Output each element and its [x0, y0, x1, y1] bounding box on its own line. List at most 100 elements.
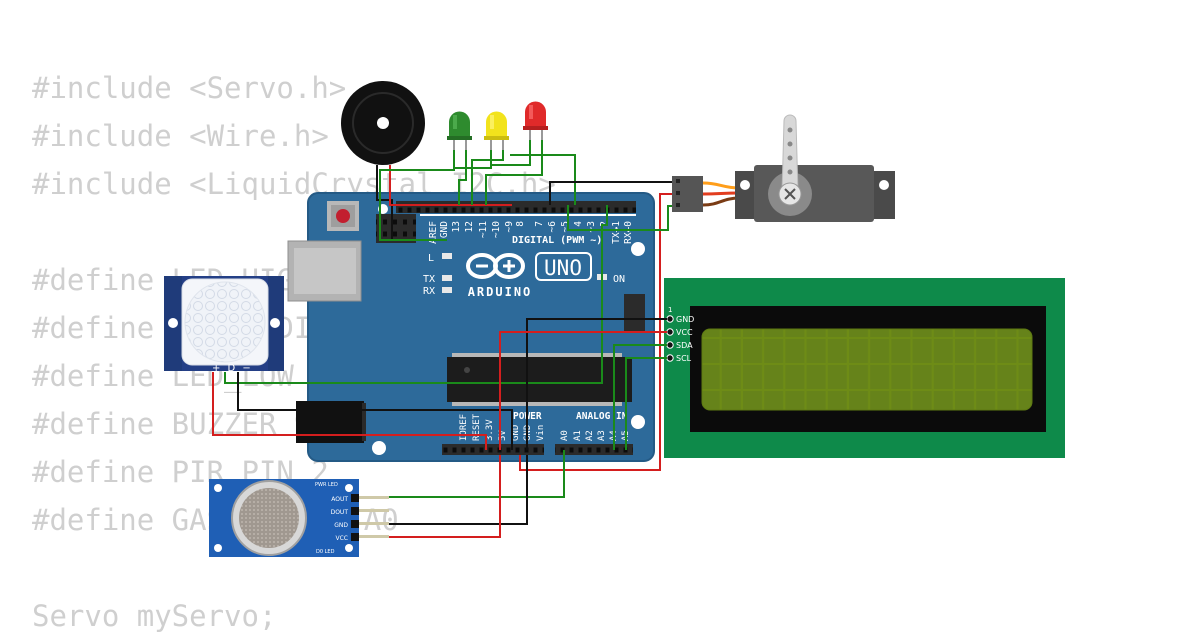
led-red-ground-wire	[491, 140, 531, 166]
gas-power-wire	[389, 455, 501, 538]
led-extra-wire	[510, 154, 576, 205]
code-line: #include <LiquidCrystal_I2C.h>	[32, 167, 556, 201]
gas-pin-aout: AOUT	[331, 496, 348, 503]
pin-label-rx0: RX←0	[623, 221, 634, 244]
lcd-pin-gnd: GND	[676, 315, 694, 324]
pin-label-5: ~5	[560, 221, 571, 232]
led-tx	[442, 275, 452, 281]
led-green-signal-wire	[458, 150, 467, 205]
power-header[interactable]	[442, 444, 544, 455]
pir-signal-wire	[224, 205, 608, 384]
servo-ground-wire	[549, 181, 672, 205]
pin-label-4: 4	[573, 221, 584, 227]
pin-label-tx1: TX→1	[611, 221, 622, 244]
pin-label-2: 2	[599, 221, 610, 227]
code-line: #include <Servo.h>	[32, 71, 347, 105]
atmega-chip	[447, 357, 632, 402]
pin-label-a1: A1	[573, 430, 583, 441]
mount-hole	[631, 242, 645, 256]
gas-aout-wire	[389, 450, 565, 498]
pin-label-5v: 5V	[498, 430, 508, 441]
lcd-pin-vcc: VCC	[676, 328, 693, 337]
reset-button[interactable]	[327, 201, 359, 231]
on-label: ON	[613, 274, 625, 285]
servo-cable	[702, 181, 741, 207]
led-l	[442, 253, 452, 259]
usb-port	[287, 240, 362, 302]
rx-label: RX	[423, 286, 435, 297]
chip-pins	[452, 353, 622, 406]
pir-sensor[interactable]	[164, 276, 284, 371]
pin-label-7: 7	[534, 221, 545, 227]
pin-label-13: 13	[451, 221, 462, 232]
lcd-scl-wire	[625, 357, 667, 450]
led-green-ground-wire	[379, 150, 455, 241]
led-yellow[interactable]	[484, 111, 509, 150]
icsp-header-2	[624, 294, 645, 332]
buzzer-ground-wire	[376, 165, 393, 240]
chip-notch	[464, 367, 470, 373]
pin-label-10: ~10	[491, 221, 502, 238]
pin-label-6: ~6	[547, 221, 558, 233]
pin-label-reset: RESET	[472, 413, 482, 441]
pin-label-9: ~9	[504, 221, 515, 233]
digital-header-line	[420, 214, 636, 216]
icsp-header	[376, 214, 416, 243]
led-red[interactable]	[523, 101, 548, 141]
pin-label-aref: AREF	[428, 221, 439, 244]
code-line: #include <Wire.h>	[32, 119, 329, 153]
pin-label-gnd1: GND	[511, 425, 521, 441]
led-yellow-signal-wire	[471, 150, 504, 205]
servo-power-wire	[519, 193, 672, 471]
pir-pin-labels: + D −	[212, 363, 253, 374]
servo-screw-icon	[784, 188, 796, 200]
mount-hole	[372, 441, 386, 455]
digital-pin-labels: AREF GND 13 12 ~11 ~10 ~9 8 7 ~6 ~5 4 ~3…	[428, 221, 634, 244]
lcd-pin-scl: SCL	[676, 354, 692, 363]
code-line: Servo myServo;	[32, 599, 277, 633]
servo-signal-wire	[567, 205, 672, 231]
led-l-label: L	[428, 253, 434, 264]
gas-pin-gnd: GND	[334, 522, 348, 529]
uno-badge	[535, 252, 592, 281]
analog-label: ANALOG IN	[576, 411, 628, 422]
lcd-display[interactable]	[664, 278, 1065, 458]
lcd-ground-wire	[526, 318, 667, 450]
mount-hole	[631, 415, 645, 429]
led-red-signal-wire	[485, 140, 543, 205]
servo-connector	[672, 176, 703, 212]
buzzer[interactable]	[341, 81, 425, 165]
code-line: #define BUZZER 9	[32, 407, 312, 441]
digital-label: DIGITAL (PWM ~)	[512, 235, 602, 246]
lcd-pin-sda: SDA	[676, 341, 693, 350]
pin-label-gnd: GND	[439, 221, 450, 238]
digital-header[interactable]	[396, 201, 636, 213]
analog-header[interactable]	[555, 444, 633, 455]
pin-label-11: ~11	[478, 221, 489, 238]
pin-label-3v3: 3.3V	[485, 419, 495, 441]
gas-ground-wire	[389, 455, 528, 525]
pir-ground-wire	[237, 372, 513, 450]
gas-d0-led-label: D0 LED	[316, 549, 335, 555]
lcd-sda-wire	[613, 344, 667, 450]
uno-label: UNO	[544, 256, 582, 280]
lcd-power-wire	[499, 331, 667, 450]
pin-label-a2: A2	[585, 430, 595, 441]
arduino-brand: ARDUINO	[468, 285, 533, 299]
gas-pin-vcc: VCC	[336, 535, 348, 542]
pin-label-12: 12	[464, 221, 475, 232]
pin-label-vin: Vin	[536, 425, 546, 441]
dc-power-jack	[296, 401, 366, 443]
led-green[interactable]	[447, 111, 472, 150]
arduino-logo-icon	[466, 253, 525, 279]
gas-pin-dout: DOUT	[331, 509, 349, 516]
led-rx	[442, 287, 452, 293]
pin-label-a3: A3	[597, 430, 607, 441]
pin-label-a0: A0	[560, 430, 570, 441]
gas-pwr-led-label: PWR LED	[315, 482, 338, 488]
lcd-pin1-label: 1	[668, 306, 672, 314]
pin-label-ioref: IOREF	[459, 414, 469, 441]
servo-motor[interactable]	[735, 114, 895, 222]
pir-power-wire	[212, 372, 487, 450]
gas-sensor[interactable]	[209, 479, 359, 557]
